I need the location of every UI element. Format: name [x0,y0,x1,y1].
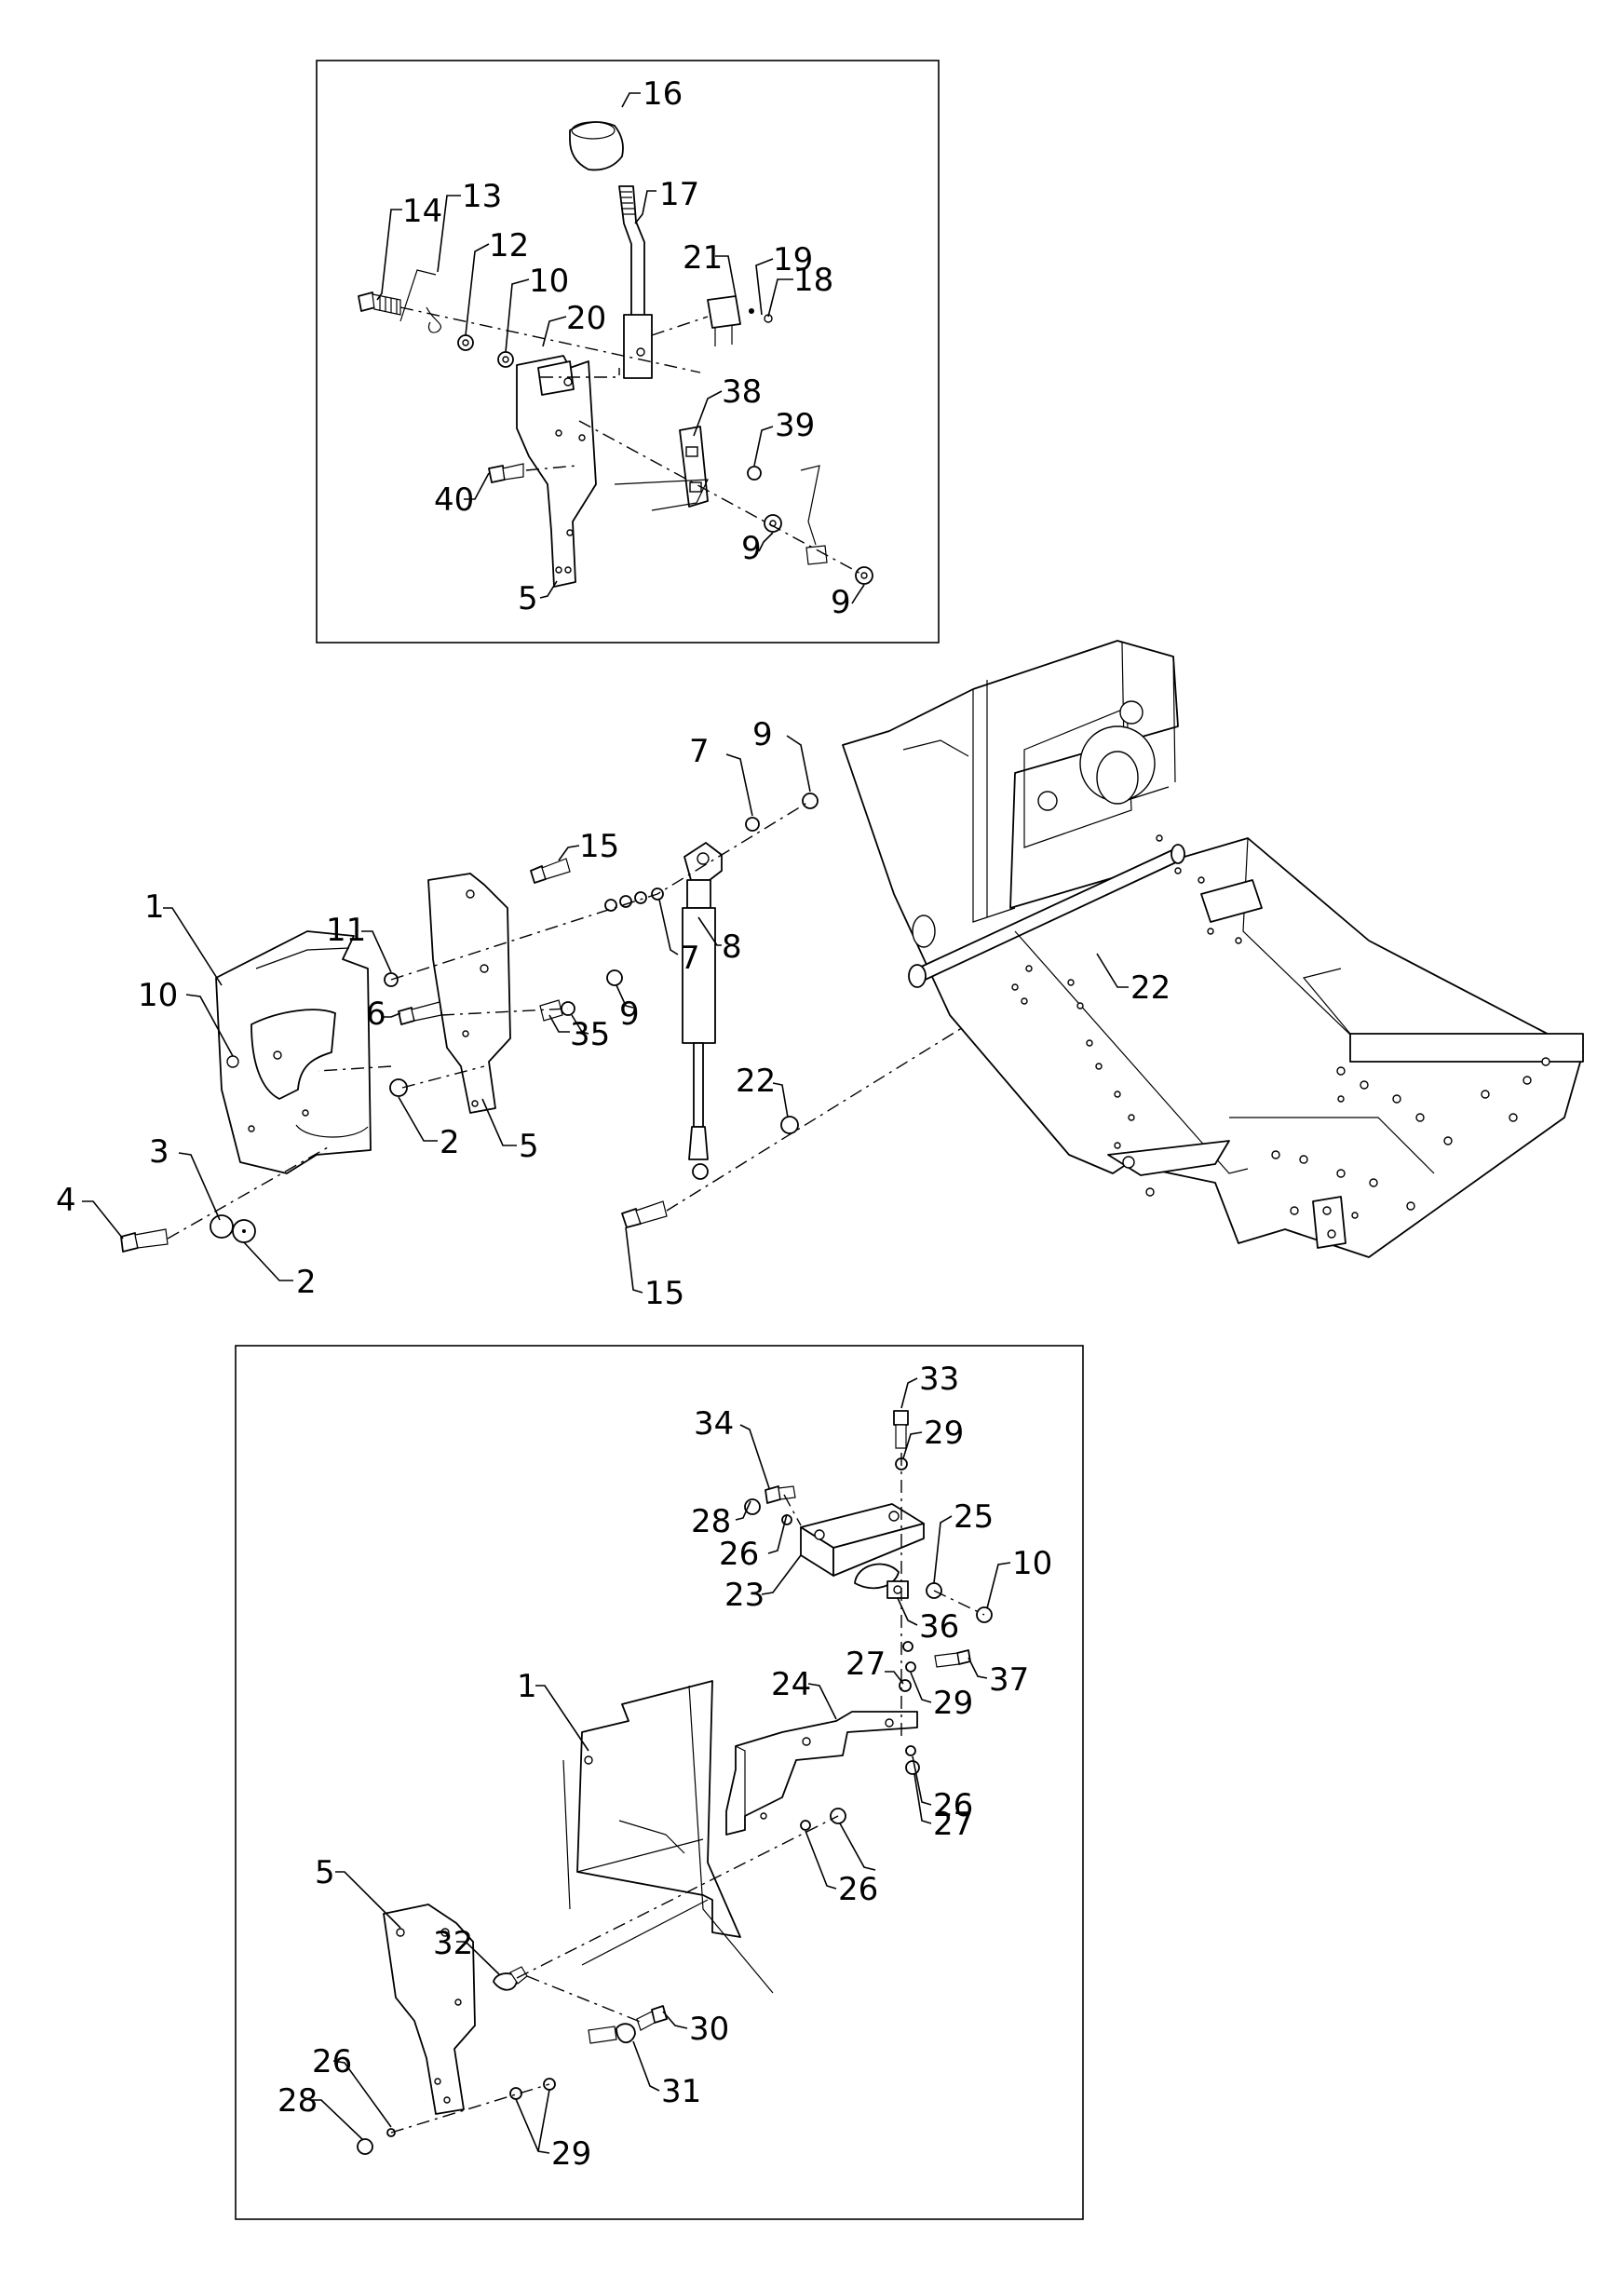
callout: 32 [433,1925,473,1962]
callout: 9 [741,530,762,567]
callout: 11 [326,912,366,949]
callout: 26 [933,1787,973,1824]
callout: 23 [724,1577,765,1614]
callout: 26 [312,2043,352,2080]
bracket-24 [725,1711,918,1836]
callout: 40 [434,481,474,519]
callout: 1 [517,1668,537,1705]
callout: 20 [566,300,606,337]
callout: 34 [694,1405,734,1443]
callout: 31 [661,2073,701,2110]
callout: 5 [315,1854,335,1891]
callout: 38 [722,373,762,411]
callout: 2 [440,1124,460,1161]
spring-13 [399,269,442,333]
callout: 28 [691,1503,731,1540]
bottom-panel-parts [357,1410,993,2155]
callout: 33 [919,1361,959,1398]
callout: 36 [919,1608,959,1646]
top-panel-parts [358,121,873,588]
callout: 27 [846,1646,886,1683]
callout: 30 [689,2011,729,2048]
leader-lines [82,92,1129,2154]
callout: 22 [1130,969,1171,1007]
callout: 5 [519,1128,539,1165]
bracket-5-bottom [383,1904,476,2115]
callout: 29 [551,2135,591,2173]
callouts-middle: 9 7 15 1 11 10 6 35 7 9 8 22 22 3 4 2 2 … [56,716,1171,1312]
callout: 9 [752,716,773,753]
callout: 8 [722,928,742,966]
callout: 18 [793,262,833,299]
callouts-top: 16 17 13 14 12 10 20 21 19 18 38 39 40 9… [402,75,851,621]
callout: 13 [462,178,502,215]
callout: 7 [680,940,700,977]
callout: 35 [570,1016,610,1053]
callout: 3 [149,1133,169,1171]
callout: 26 [719,1536,759,1573]
callout: 17 [659,176,699,213]
callout: 25 [954,1498,994,1536]
callout: 24 [771,1666,811,1703]
callout: 10 [1012,1545,1052,1582]
callout: 2 [296,1264,317,1301]
callout: 22 [736,1063,776,1100]
callout: 10 [529,263,569,300]
callout: 14 [402,193,442,230]
plate-38 [679,426,709,508]
callout: 29 [924,1415,964,1452]
callout: 9 [831,584,851,621]
callout: 6 [366,996,386,1033]
bottom-panel-frame [235,1345,1084,2220]
callout: 5 [518,580,538,617]
lever-part [618,185,645,318]
callout: 28 [277,2082,318,2120]
callout: 12 [489,227,529,264]
bracket-5-middle [427,873,511,1114]
knob-part [569,121,624,171]
middle-parts [120,640,1584,1258]
callout: 15 [644,1275,684,1312]
housing-fragment [576,1680,741,1938]
callout: 1 [144,888,165,926]
callout: 29 [933,1685,973,1722]
callout: 16 [643,75,683,113]
top-panel-frame [316,60,940,644]
callout: 21 [683,239,723,277]
callout: 4 [56,1182,76,1219]
callout: 7 [689,733,710,770]
callout: 9 [619,996,640,1033]
callouts-bottom: 33 29 34 28 26 25 10 23 36 37 27 29 24 2… [277,1361,1052,2173]
callout: 10 [138,977,178,1014]
callout: 37 [989,1661,1029,1699]
switch-part [707,295,741,329]
callout: 19 [773,241,813,278]
callout: 39 [775,407,815,444]
callout: 26 [838,1871,878,1908]
callout: 15 [579,828,619,865]
callout: 27 [933,1806,973,1843]
